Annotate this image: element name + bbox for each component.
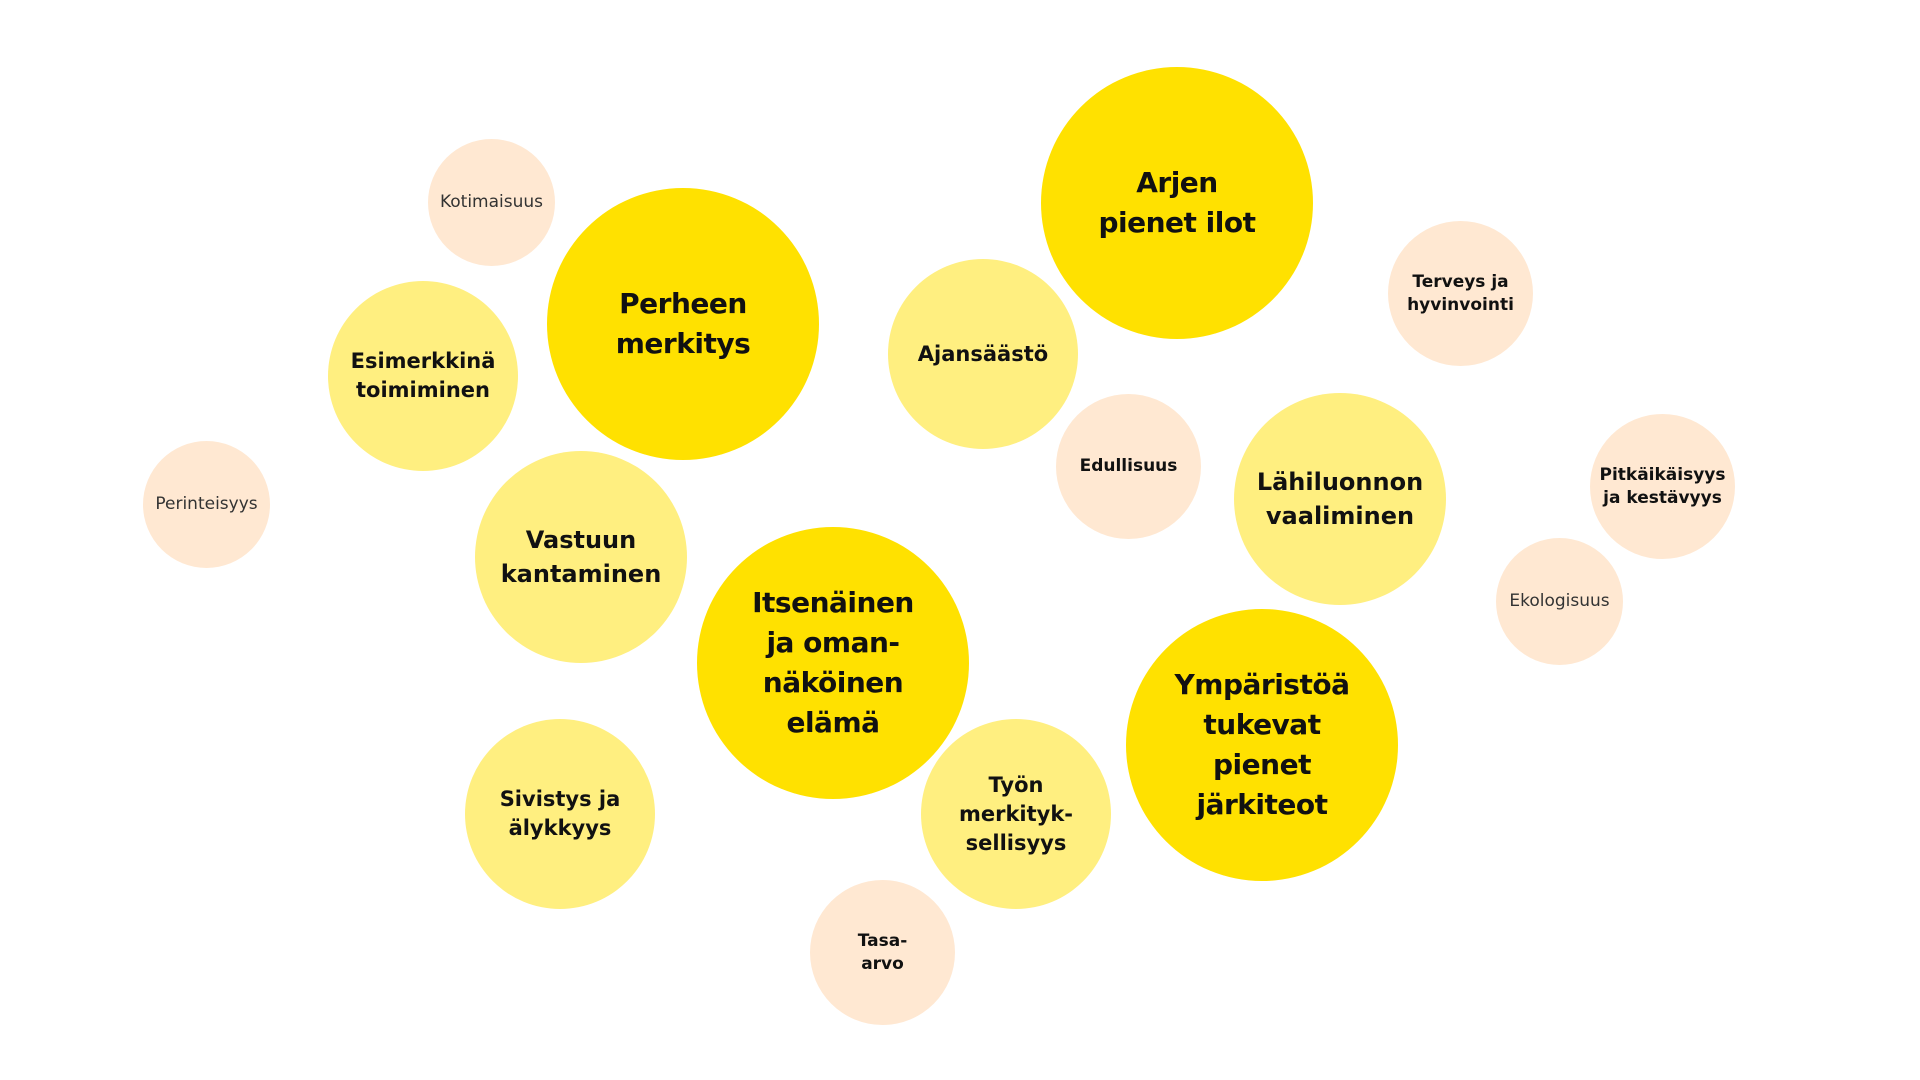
bubble-label: Perheen merkitys [615,287,751,360]
bubble-arjen-pienet-ilot: Arjen pienet ilot [1041,67,1313,339]
bubble-kotimaisuus: Kotimaisuus [428,139,555,266]
bubble-perheen-merkitys: Perheen merkitys [547,188,819,460]
bubble-label: Kotimaisuus [439,192,544,212]
bubble-label: Tasa- arvo [857,930,908,974]
bubble-label: Itsenäinen ja oman- näköinen elämä [752,586,914,739]
bubble-label: Ympäristöä tukevat pienet järkiteot [1174,668,1350,821]
bubble-ymparistoa-tukevat: Ympäristöä tukevat pienet järkiteot [1126,609,1398,881]
bubble-sivistys-ja-alykkyys: Sivistys ja älykkyys [465,719,655,909]
bubble-lahiluonnon-vaaliminen: Lähiluonnon vaaliminen [1234,393,1446,605]
bubble-perinteisyys: Perinteisyys [143,441,270,568]
bubble-label: Vastuun kantaminen [500,526,662,588]
bubble-label: Työn merkityk- sellisyys [958,772,1074,855]
bubble-ajansaasto: Ajansäästö [888,259,1078,449]
bubble-tasa-arvo: Tasa- arvo [810,880,955,1025]
bubble-label: Esimerkkinä toimiminen [350,349,496,402]
bubble-label: Pitkäikäisyys ja kestävyys [1599,464,1726,508]
bubble-edullisuus: Edullisuus [1056,394,1201,539]
bubble-label: Perinteisyys [155,494,258,514]
bubble-vastuun-kantaminen: Vastuun kantaminen [475,451,687,663]
bubble-label: Arjen pienet ilot [1098,166,1256,239]
bubble-terveys-ja-hyvinvointi: Terveys ja hyvinvointi [1388,221,1533,366]
bubble-itsenainen-elama: Itsenäinen ja oman- näköinen elämä [697,527,969,799]
bubble-ekologisuus: Ekologisuus [1496,538,1623,665]
bubble-label: Ajansäästö [917,341,1049,366]
bubble-tyon-merkityksellisyys: Työn merkityk- sellisyys [921,719,1111,909]
bubble-esimerkkina-toimiminen: Esimerkkinä toimiminen [328,281,518,471]
bubble-label: Ekologisuus [1509,591,1610,611]
bubble-label: Terveys ja hyvinvointi [1407,271,1514,315]
bubble-label: Edullisuus [1079,456,1178,476]
bubble-label: Sivistys ja älykkyys [499,787,621,840]
bubble-pitkaikaisyys-ja-kestavyys: Pitkäikäisyys ja kestävyys [1590,414,1735,559]
bubble-label: Lähiluonnon vaaliminen [1256,468,1424,530]
